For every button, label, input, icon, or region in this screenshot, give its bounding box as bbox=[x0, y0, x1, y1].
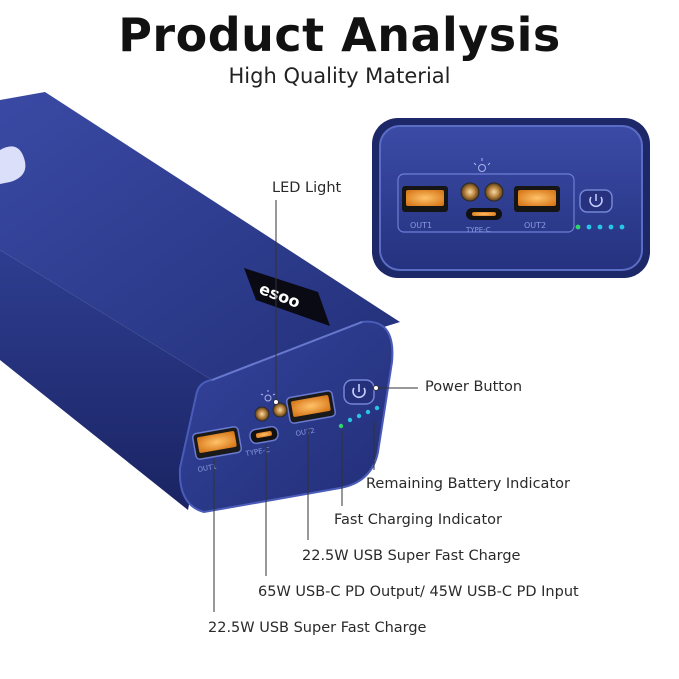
inset-fast-charge-led bbox=[575, 224, 581, 230]
callout-battery-indicator: Remaining Battery Indicator bbox=[366, 476, 570, 492]
brand-mark-corner bbox=[0, 146, 26, 184]
power-icon bbox=[352, 384, 366, 399]
inset-battery-led-1 bbox=[586, 224, 592, 230]
inset-ports-frame bbox=[397, 173, 575, 233]
inset-led-lamp-left bbox=[460, 182, 480, 202]
callout-leaders bbox=[213, 200, 418, 612]
inset-battery-led-3 bbox=[608, 224, 614, 230]
inset-label-out1: OUT1 bbox=[410, 221, 432, 230]
inset-closeup bbox=[372, 118, 650, 278]
inset-lamp-icon bbox=[473, 158, 491, 172]
callout-usb-out2: 22.5W USB Super Fast Charge bbox=[302, 548, 521, 564]
port-label-out2: OUT2 bbox=[295, 427, 315, 438]
inset-label-out2: OUT2 bbox=[524, 221, 546, 230]
inset-port-type-c-insert bbox=[472, 212, 496, 216]
battery-led-2 bbox=[356, 413, 362, 419]
end-face-ports bbox=[191, 379, 380, 460]
body-end-face bbox=[178, 320, 394, 514]
callout-usb-c: 65W USB-C PD Output/ 45W USB-C PD Input bbox=[258, 584, 579, 600]
port-out1-insert bbox=[197, 431, 237, 453]
page-title: Product Analysis bbox=[118, 8, 561, 62]
body-side-face bbox=[0, 250, 212, 510]
callout-fast-charging-indicator: Fast Charging Indicator bbox=[334, 512, 502, 528]
body-edge-highlight bbox=[211, 321, 363, 381]
page-subtitle: High Quality Material bbox=[228, 64, 451, 88]
inset-battery-led-4 bbox=[619, 224, 625, 230]
callout-usb-out1: 22.5W USB Super Fast Charge bbox=[208, 620, 427, 636]
lcd-display bbox=[244, 268, 330, 326]
inset-label-type-c: TYPE-C bbox=[465, 226, 491, 234]
callout-power-button: Power Button bbox=[425, 379, 523, 395]
led-lamp-right bbox=[272, 402, 288, 418]
inset-led-lamp-right bbox=[484, 182, 504, 202]
led-lamp-left bbox=[254, 406, 270, 422]
dot-power-button bbox=[373, 385, 379, 391]
fast-charge-led bbox=[338, 423, 344, 429]
inset-power-icon bbox=[589, 194, 603, 207]
port-type-c-insert bbox=[255, 430, 272, 439]
dot-led-light bbox=[273, 399, 279, 405]
callout-led-light: LED Light bbox=[272, 180, 342, 196]
battery-led-1 bbox=[347, 417, 353, 423]
port-label-out1: OUT1 bbox=[197, 463, 217, 474]
battery-led-4 bbox=[374, 405, 380, 411]
power-bank-body bbox=[0, 92, 400, 514]
callout-dots bbox=[273, 385, 379, 405]
battery-led-3 bbox=[365, 409, 371, 415]
inset-port-out1-insert bbox=[406, 190, 444, 206]
inset-face bbox=[379, 125, 643, 271]
inset-port-out2-insert bbox=[518, 190, 556, 206]
port-out2-insert bbox=[291, 395, 331, 417]
lamp-icon bbox=[260, 390, 276, 402]
inset-battery-led-2 bbox=[597, 224, 603, 230]
